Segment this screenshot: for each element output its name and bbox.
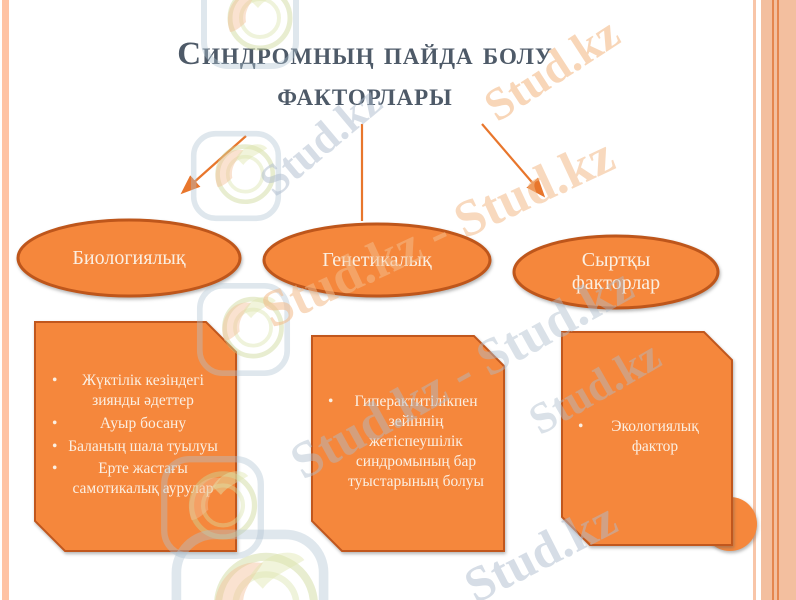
ellipse-genetic-shape <box>262 222 492 298</box>
external-factors-list: Экологиялық фактор <box>572 332 722 545</box>
ellipse-external-label: Сыртқы факторлар <box>571 249 661 294</box>
list-item: Жүктілік кезіндегі зиянды әдеттер <box>46 371 224 414</box>
list-item: Экологиялық фактор <box>572 417 722 460</box>
ellipse-biological-label: Биологиялық <box>72 247 186 269</box>
list-item: Гиперактитілікпен зейіннің жетіспеушілік… <box>322 392 494 494</box>
right-accent-stripes <box>753 0 796 600</box>
ellipse-external-shape <box>512 234 720 310</box>
list-item: Баланың шала туылуы <box>46 437 224 460</box>
genetic-factors-list: Гиперактитілікпен зейіннің жетіспеушілік… <box>322 336 494 551</box>
ellipse-biological-shape <box>16 218 242 298</box>
list-item: Ерте жастағы самотикалық аурулар <box>46 459 224 502</box>
left-accent-bar <box>2 0 9 600</box>
ellipse-genetic-label: Генетикалық <box>322 248 432 271</box>
arrow-to-external <box>481 123 546 198</box>
list-item: Ауыр босану <box>46 414 224 437</box>
arrow-to-biological <box>180 135 247 195</box>
biological-factors-list: Жүктілік кезіндегі зиянды әдеттер Ауыр б… <box>46 322 224 551</box>
